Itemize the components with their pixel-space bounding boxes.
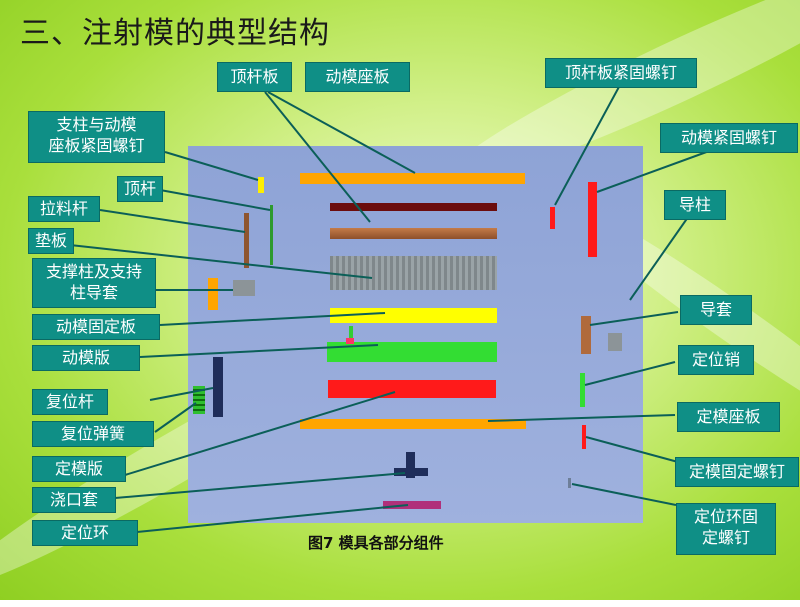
label-pillar-screw-line2: 座板紧固螺钉 xyxy=(48,136,145,155)
page-title: 三、注射模的典型结构 xyxy=(20,16,330,51)
locating-pin-part xyxy=(580,373,585,407)
fixed-clamp-plate-bar xyxy=(300,419,526,429)
label-locating-ring-screw-line2: 定螺钉 xyxy=(701,528,750,547)
guide-bush-part xyxy=(608,333,622,351)
wood-plate-bar xyxy=(330,228,497,239)
sprue-puller-rod xyxy=(244,213,249,268)
label-return-spring: 复位弹簧 xyxy=(32,421,154,447)
figure-caption: 图7 模具各部分组件 xyxy=(308,534,444,552)
return-spring-coil xyxy=(193,386,205,414)
sprue-bush-flange xyxy=(394,468,428,476)
label-ejector-pin: 顶杆 xyxy=(117,176,163,202)
label-fixed-clamp-plate: 定模座板 xyxy=(677,402,780,432)
label-sprue-puller: 拉料杆 xyxy=(28,196,100,222)
moving-plate-block xyxy=(327,342,497,362)
ejector-plate-screw-part xyxy=(550,207,555,229)
moving-plate-pin xyxy=(349,326,353,342)
label-moving-clamp-plate: 动模座板 xyxy=(305,62,410,92)
label-ejector-plate: 顶杆板 xyxy=(217,62,292,92)
locating-ring-bar xyxy=(383,501,441,509)
label-pillar-screw-line1: 支柱与动模 xyxy=(56,115,137,134)
label-spacer: 垫板 xyxy=(28,228,74,254)
label-guide-pillar: 导柱 xyxy=(664,190,726,220)
moving-clamp-plate-bar xyxy=(330,203,497,211)
ejector-plate-bar xyxy=(300,173,525,184)
guide-pillar-part xyxy=(581,316,591,354)
locating-ring-screw-part xyxy=(568,478,571,488)
return-pin-rod xyxy=(213,357,223,417)
ejector-pin-rod xyxy=(270,205,273,265)
moving-retainer-plate-bar xyxy=(330,308,497,323)
label-guide-bush: 导套 xyxy=(680,295,752,325)
label-moving-retainer: 动模固定板 xyxy=(32,314,160,340)
label-ejector-plate-screw: 顶杆板紧固螺钉 xyxy=(545,58,697,88)
label-locating-ring-screw-line1: 定位环固 xyxy=(693,507,758,526)
label-moving-mold-screw: 动模紧固螺钉 xyxy=(660,123,798,153)
label-moving-plate: 动模版 xyxy=(32,345,140,371)
moving-mold-screw-part xyxy=(588,182,597,257)
label-support-line1: 支撑柱及支持 xyxy=(45,262,142,281)
pillar-screw xyxy=(258,177,264,193)
fixed-plate-bar xyxy=(328,380,496,398)
label-fixed-plate-screw: 定模固定螺钉 xyxy=(675,457,799,487)
sprue-bush-stem xyxy=(406,452,415,478)
fixed-plate-screw-part xyxy=(582,425,586,449)
label-support: 支撑柱及支持 柱导套 xyxy=(32,258,156,308)
moving-plate-knob xyxy=(346,338,354,344)
support-pillar xyxy=(208,278,218,310)
label-locating-pin: 定位销 xyxy=(678,345,754,375)
label-return-pin: 复位杆 xyxy=(32,389,108,415)
support-guide-bush xyxy=(233,280,255,296)
label-locating-ring: 定位环 xyxy=(32,520,138,546)
label-pillar-screw: 支柱与动模 座板紧固螺钉 xyxy=(28,111,165,163)
label-locating-ring-screw: 定位环固 定螺钉 xyxy=(676,503,776,555)
label-sprue-bush: 浇口套 xyxy=(32,487,116,513)
label-support-line2: 柱导套 xyxy=(69,283,118,302)
label-fixed-plate: 定模版 xyxy=(32,456,126,482)
spacer-plate-block xyxy=(330,256,497,290)
